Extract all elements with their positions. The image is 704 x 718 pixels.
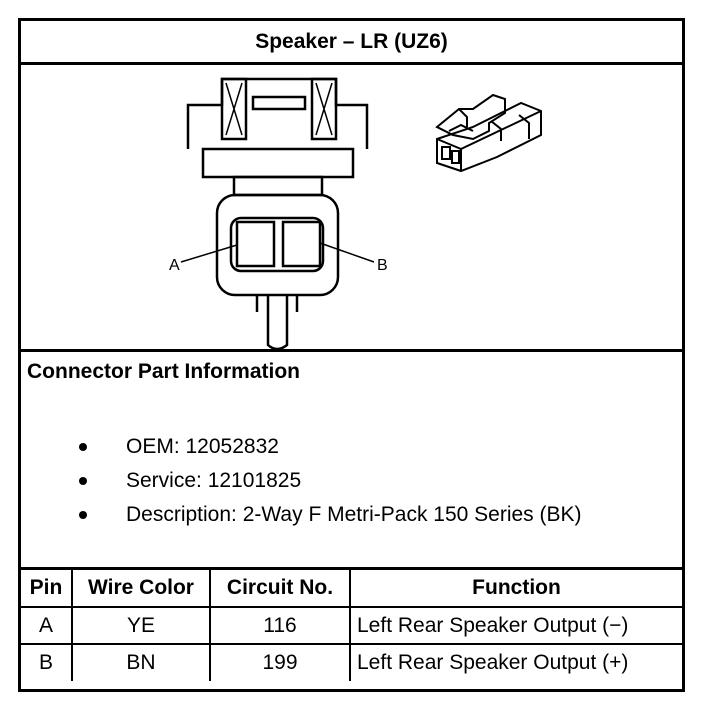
connector-diagram: A B bbox=[21, 65, 682, 352]
mid-flange bbox=[201, 147, 355, 179]
list-item: OEM: 12052832 bbox=[71, 430, 582, 464]
info-heading: Connector Part Information bbox=[27, 360, 301, 383]
bottom-tab bbox=[266, 295, 289, 349]
connector-part-info: Connector Part Information OEM: 12052832… bbox=[21, 352, 682, 570]
pin-a-cavity bbox=[235, 220, 276, 268]
latch-right bbox=[310, 77, 338, 141]
table-row: A YE 116 Left Rear Speaker Output (−) bbox=[21, 606, 682, 645]
cell-function: Left Rear Speaker Output (−) bbox=[349, 606, 682, 645]
cell-circuit-no: 199 bbox=[209, 643, 351, 681]
header-pin: Pin bbox=[21, 570, 73, 608]
cell-circuit-no: 116 bbox=[209, 606, 351, 645]
header-function: Function bbox=[349, 570, 682, 608]
bullet-icon bbox=[79, 511, 87, 519]
list-item: Service: 12101825 bbox=[71, 464, 582, 498]
neck bbox=[232, 175, 324, 197]
list-item: Description: 2-Way F Metri-Pack 150 Seri… bbox=[71, 498, 582, 532]
latch-left bbox=[220, 77, 248, 141]
pin-b-label: B bbox=[377, 257, 388, 274]
connector-drawing: A B bbox=[169, 77, 542, 349]
cell-wire-color: BN bbox=[71, 643, 211, 681]
header-circuit-no: Circuit No. bbox=[209, 570, 351, 608]
oem-number: OEM: 12052832 bbox=[126, 435, 279, 458]
description: Description: 2-Way F Metri-Pack 150 Seri… bbox=[126, 503, 582, 526]
cell-pin: B bbox=[21, 643, 73, 681]
table-row: B BN 199 Left Rear Speaker Output (+) bbox=[21, 643, 682, 681]
isometric-connector bbox=[435, 93, 542, 173]
part-info-list: OEM: 12052832 Service: 12101825 Descript… bbox=[71, 430, 582, 532]
housing-outline bbox=[186, 77, 369, 149]
connector-sheet: Speaker – LR (UZ6) bbox=[18, 18, 685, 692]
pinout-table: Pin Wire Color Circuit No. Function A YE… bbox=[21, 570, 682, 681]
cell-wire-color: YE bbox=[71, 606, 211, 645]
header-wire-color: Wire Color bbox=[71, 570, 211, 608]
pin-a-label: A bbox=[169, 257, 180, 274]
latch-bar bbox=[251, 95, 307, 111]
pin-b-cavity bbox=[281, 220, 322, 268]
table-header-row: Pin Wire Color Circuit No. Function bbox=[21, 570, 682, 608]
connector-body bbox=[215, 193, 340, 297]
bullet-icon bbox=[79, 443, 87, 451]
page-title: Speaker – LR (UZ6) bbox=[21, 21, 682, 65]
terminal-face bbox=[229, 216, 325, 273]
service-number: Service: 12101825 bbox=[126, 469, 302, 492]
bullet-icon bbox=[79, 477, 87, 485]
cell-function: Left Rear Speaker Output (+) bbox=[349, 643, 682, 681]
cell-pin: A bbox=[21, 606, 73, 645]
